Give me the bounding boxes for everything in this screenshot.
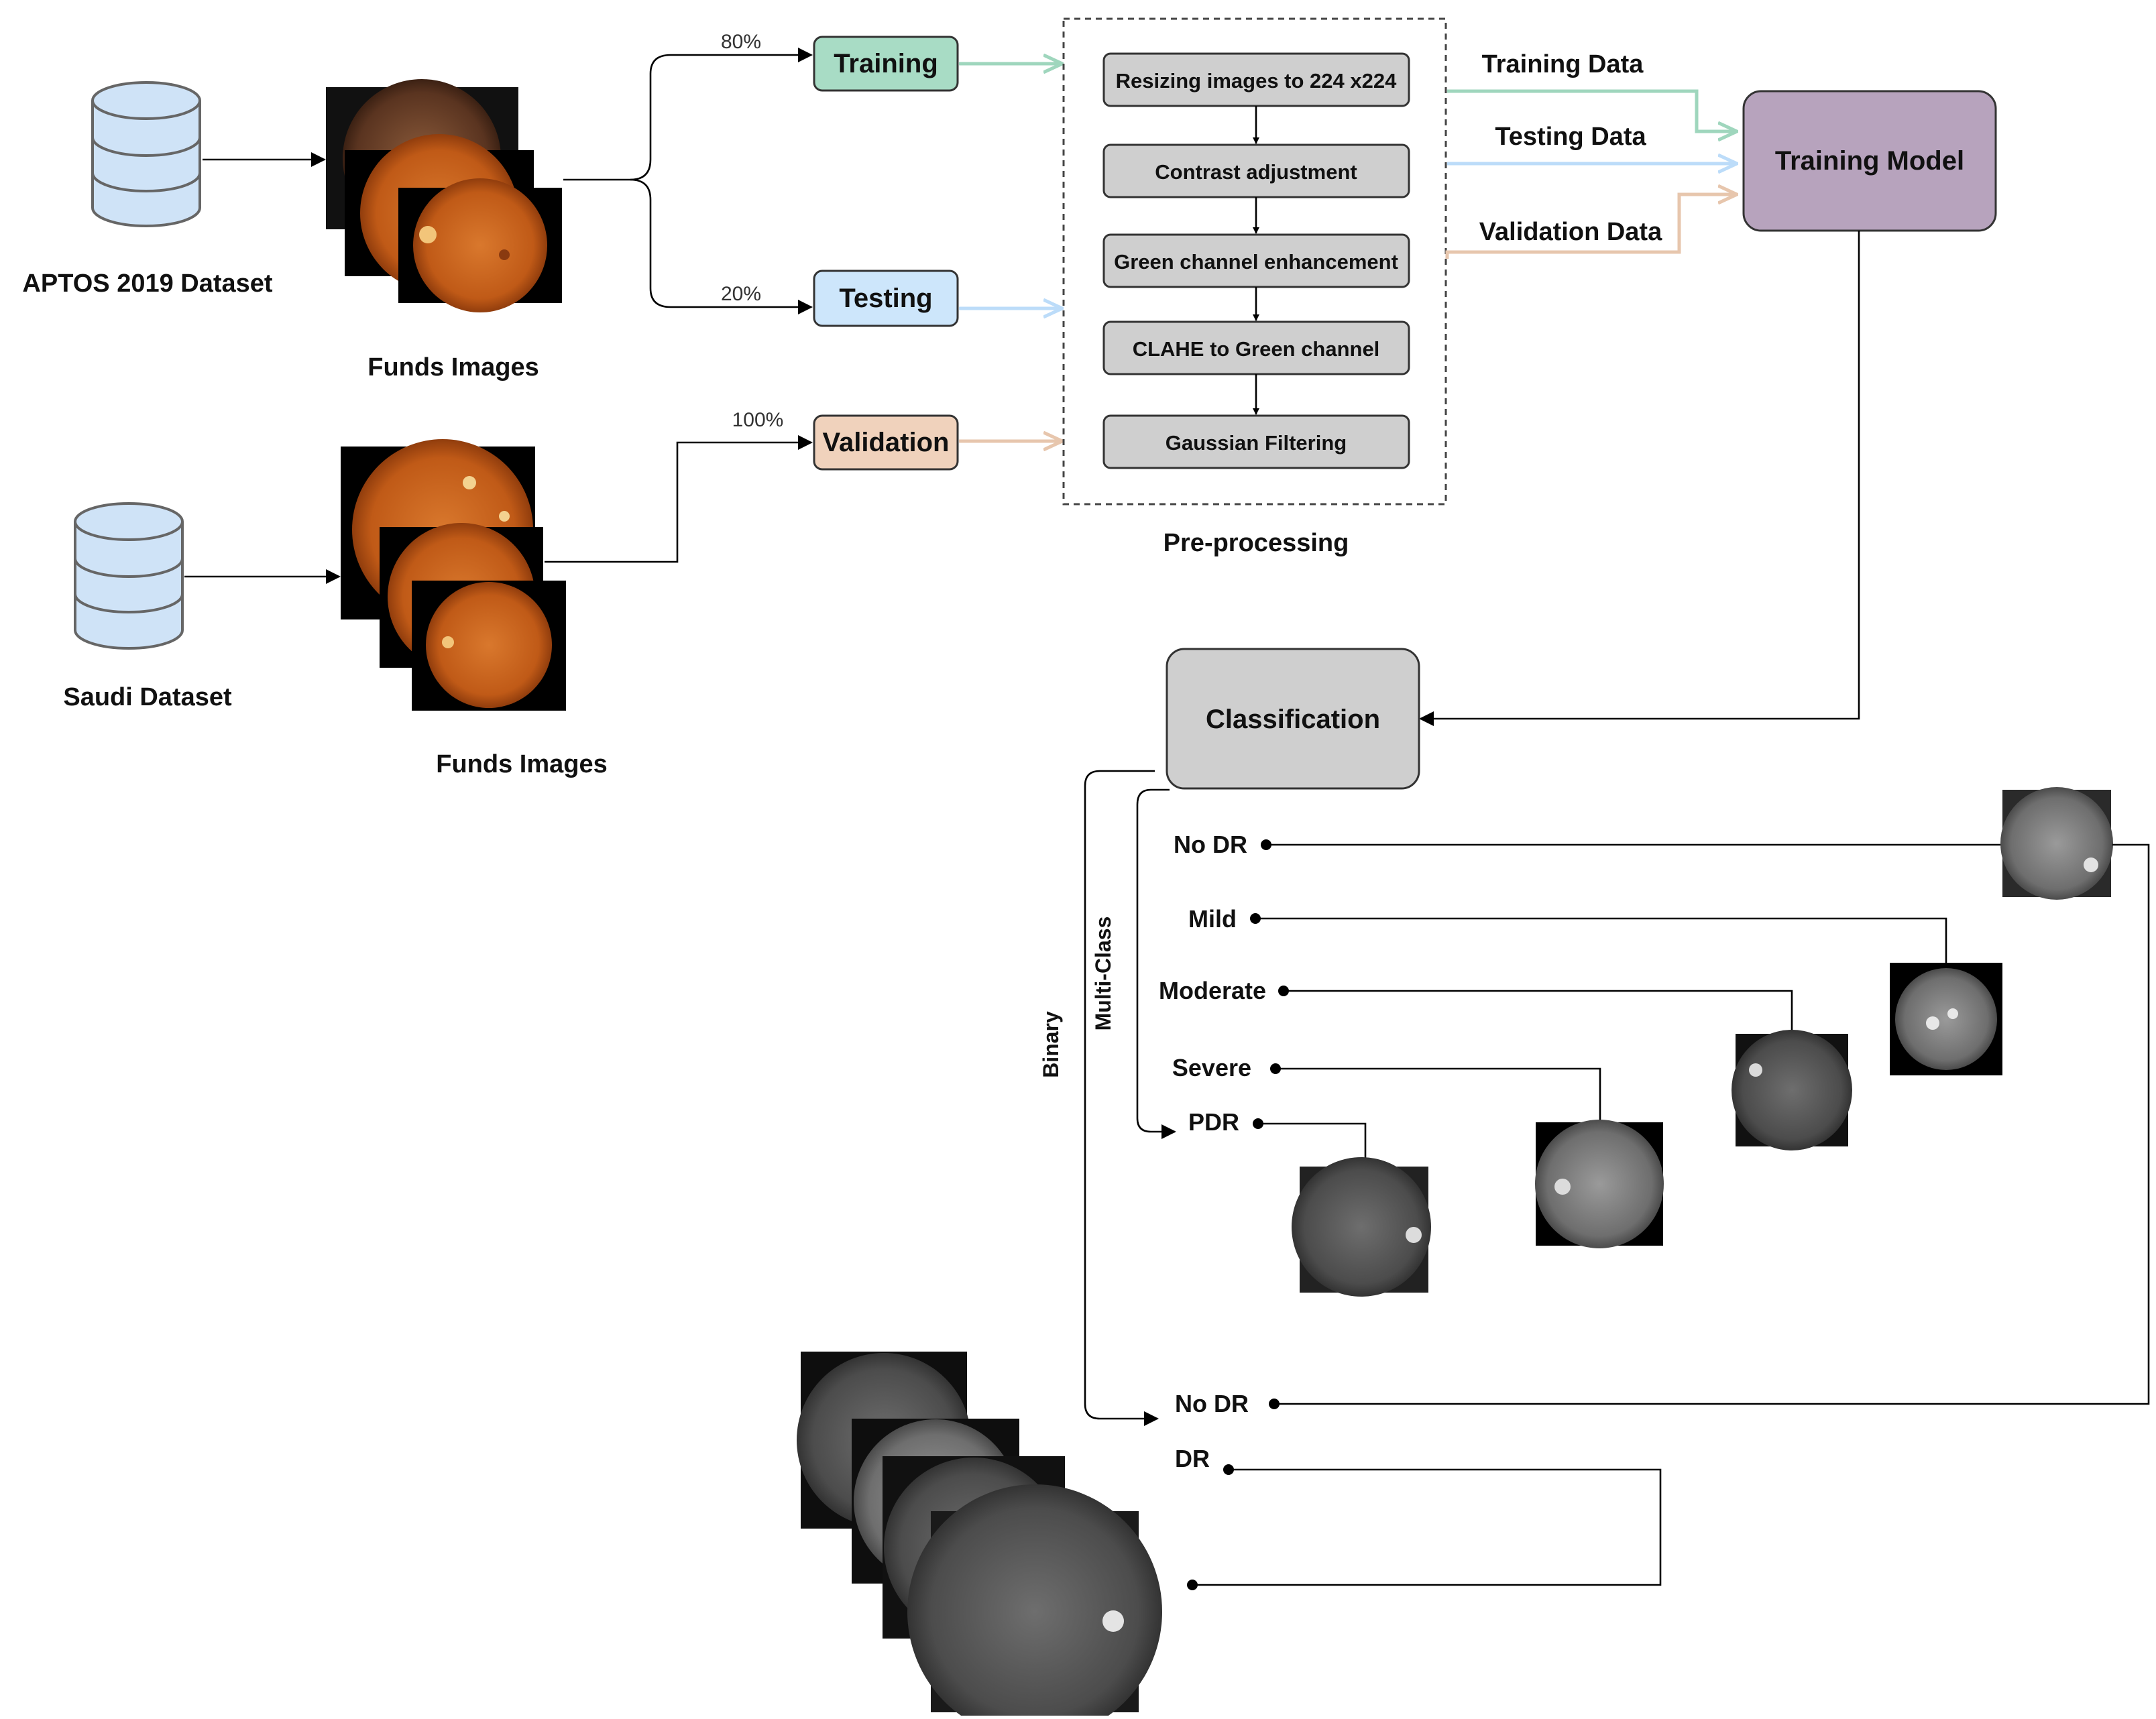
preprocessing-step-clahe: CLAHE to Green channel bbox=[1102, 320, 1410, 375]
aptos-images-label: Funds Images bbox=[367, 353, 539, 381]
aptos-fundus-images bbox=[326, 79, 562, 312]
binary-class-label-dr: DR bbox=[1175, 1445, 1210, 1472]
preprocessing-title: Pre-processing bbox=[1164, 529, 1349, 557]
classification-label: Classification bbox=[1206, 705, 1380, 734]
saudi-database-icon bbox=[74, 502, 184, 650]
binary-label: Binary bbox=[1039, 1011, 1063, 1078]
validation-split-box: Validation bbox=[813, 414, 959, 471]
class-label-moderate: Moderate bbox=[1159, 977, 1266, 1004]
aptos-database-icon bbox=[91, 81, 201, 227]
class-label-no-dr: No DR bbox=[1174, 831, 1247, 858]
class-label-pdr: PDR bbox=[1188, 1108, 1239, 1136]
preprocessing-step-label: Green channel enhancement bbox=[1114, 250, 1398, 274]
binary-class-images bbox=[797, 1352, 1162, 1719]
testing-split-box: Testing bbox=[813, 270, 959, 327]
severe-class-image bbox=[1535, 1120, 1664, 1248]
classification-box: Classification bbox=[1166, 648, 1420, 790]
validation-data-label: Validation Data bbox=[1479, 218, 1662, 246]
training-data-label: Training Data bbox=[1482, 50, 1644, 78]
training-model-box: Training Model bbox=[1742, 90, 1997, 232]
training-split-label: Training bbox=[834, 49, 938, 78]
training-split-box: Training bbox=[813, 36, 959, 92]
class-label-severe: Severe bbox=[1172, 1054, 1251, 1081]
aptos-dataset-label: APTOS 2019 Dataset bbox=[22, 270, 272, 298]
testing-split-label: Testing bbox=[839, 284, 932, 313]
multi-class-label: Multi-Class bbox=[1091, 916, 1115, 1031]
preprocessing-step-green: Green channel enhancement bbox=[1102, 233, 1410, 288]
validation-split-label: Validation bbox=[823, 428, 950, 457]
preprocessing-step-resize: Resizing images to 224 x224 bbox=[1102, 52, 1410, 107]
training-model-label: Training Model bbox=[1775, 146, 1964, 176]
saudi-fundus-images bbox=[341, 439, 566, 711]
saudi-images-label: Funds Images bbox=[436, 750, 608, 778]
moderate-class-image bbox=[1732, 1030, 1852, 1150]
mild-class-image bbox=[1890, 963, 2002, 1075]
no-dr-class-image bbox=[2000, 787, 2113, 900]
training-percent: 80% bbox=[721, 31, 761, 53]
preprocessing-step-label: Gaussian Filtering bbox=[1166, 431, 1347, 455]
preprocessing-step-label: Contrast adjustment bbox=[1155, 160, 1357, 184]
validation-percent: 100% bbox=[732, 409, 784, 431]
class-label-mild: Mild bbox=[1188, 905, 1237, 933]
preprocessing-panel bbox=[1062, 17, 1447, 506]
preprocessing-step-contrast: Contrast adjustment bbox=[1102, 143, 1410, 198]
binary-class-label-no-dr: No DR bbox=[1175, 1390, 1249, 1417]
testing-percent: 20% bbox=[721, 283, 761, 305]
preprocessing-step-label: Resizing images to 224 x224 bbox=[1116, 69, 1397, 93]
preprocessing-step-label: CLAHE to Green channel bbox=[1133, 337, 1380, 361]
preprocessing-step-gaussian: Gaussian Filtering bbox=[1102, 414, 1410, 469]
pdr-class-image bbox=[1292, 1157, 1431, 1297]
testing-data-label: Testing Data bbox=[1495, 123, 1646, 151]
saudi-dataset-label: Saudi Dataset bbox=[63, 683, 232, 711]
